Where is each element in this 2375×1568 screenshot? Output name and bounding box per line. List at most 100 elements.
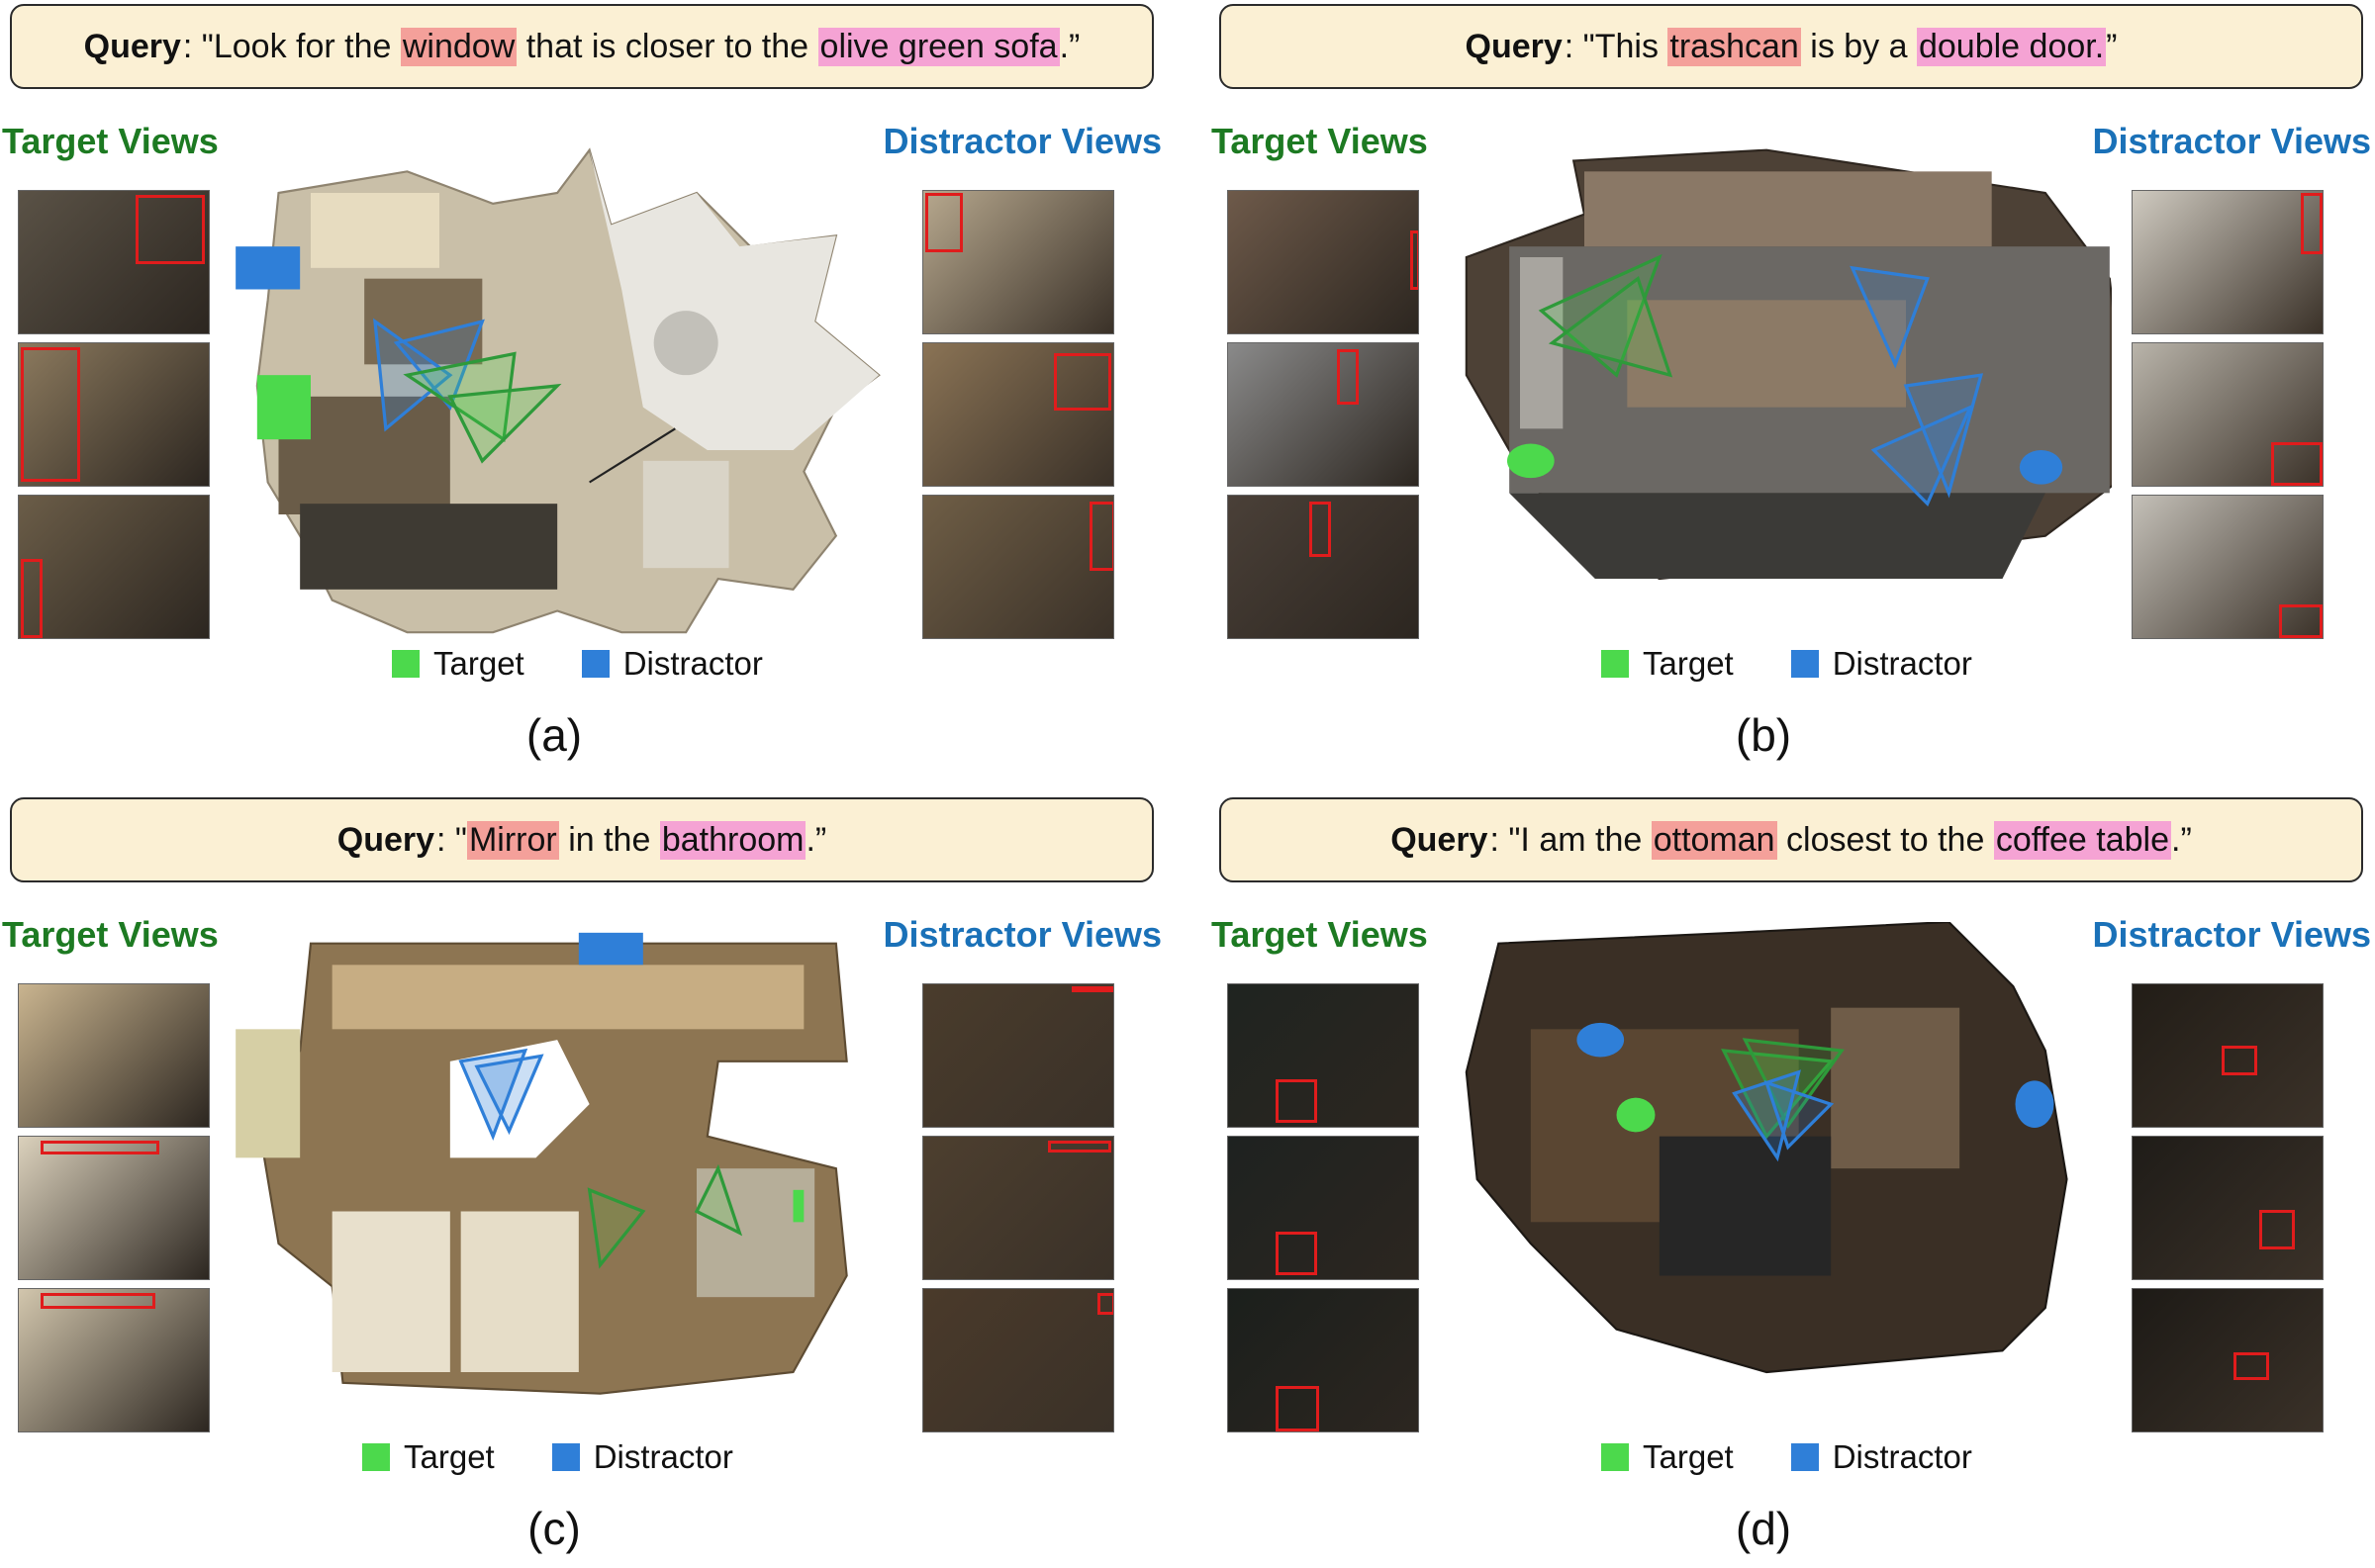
legend-target-label: Target — [404, 1438, 495, 1475]
bounding-box — [1337, 349, 1359, 405]
bounding-box — [1072, 986, 1113, 992]
distractor-views-header: Distractor Views — [883, 121, 1162, 161]
legend-target: Target — [362, 1438, 495, 1476]
distractor-views-header: Distractor Views — [2092, 914, 2371, 955]
target-view-thumbnail — [18, 342, 210, 487]
legend-distractor: Distractor — [1790, 645, 1972, 683]
target-view-thumbnail — [18, 1288, 210, 1432]
legend-distractor: Distractor — [1790, 1438, 1972, 1476]
legend: Target Distractor — [362, 1438, 791, 1476]
panel-caption: (d) — [1735, 1503, 1792, 1554]
query-box: Query: "This trashcan is by a double doo… — [1219, 4, 2363, 89]
query-text: is by a — [1800, 27, 1917, 65]
bounding-box — [925, 193, 963, 252]
legend: Target Distractor — [1601, 645, 2030, 683]
bounding-box — [1276, 1386, 1319, 1431]
query-box: Query: "I am the ottoman closest to the … — [1219, 797, 2363, 882]
distractor-view-thumbnail — [922, 1288, 1114, 1432]
target-views-header: Target Views — [1211, 121, 1428, 161]
bounding-box — [1054, 353, 1111, 411]
target-view-thumbnail — [1227, 1288, 1419, 1432]
scene-reconstruction — [234, 922, 902, 1436]
target-views-header: Target Views — [2, 914, 219, 955]
legend-distractor: Distractor — [581, 645, 763, 683]
bounding-box — [2259, 1210, 2295, 1249]
bounding-box — [1048, 1141, 1111, 1153]
bounding-box — [2271, 442, 2323, 486]
query-text: .” — [2171, 820, 2192, 859]
query-box: Query: "Look for the window that is clos… — [10, 4, 1154, 89]
query-target-phrase: trashcan — [1667, 27, 1801, 66]
legend-distractor-swatch — [581, 650, 610, 678]
bounding-box — [1410, 231, 1418, 290]
bounding-box — [2279, 604, 2323, 638]
distractor-view-thumbnail — [2132, 190, 2324, 334]
distractor-view-thumbnail — [922, 342, 1114, 487]
target-views-header: Target Views — [2, 121, 219, 161]
scene-reconstruction — [1443, 920, 2112, 1436]
query-anchor-phrase: bathroom — [659, 820, 807, 860]
query-anchor-phrase: double door. — [1916, 27, 2107, 66]
legend-target-swatch — [392, 650, 420, 678]
legend-target-label: Target — [1643, 1438, 1734, 1475]
distractor-views-header: Distractor Views — [2092, 121, 2371, 161]
legend-distractor: Distractor — [551, 1438, 733, 1476]
query-target-phrase: ottoman — [1651, 820, 1777, 860]
legend-target-label: Target — [1643, 645, 1734, 682]
legend-target-label: Target — [433, 645, 524, 682]
target-view-thumbnail — [18, 190, 210, 334]
legend-target-swatch — [1601, 650, 1629, 678]
legend-distractor-label: Distractor — [622, 645, 763, 682]
query-box: Query: "Mirror in the bathroom.” — [10, 797, 1154, 882]
legend: Target Distractor — [392, 645, 820, 683]
target-view-thumbnail — [18, 1136, 210, 1280]
panel-b: Query: "This trashcan is by a double doo… — [1209, 0, 2375, 784]
bounding-box — [41, 1141, 159, 1154]
bounding-box — [2222, 1046, 2257, 1075]
distractor-view-thumbnail — [922, 495, 1114, 639]
query-text: : "Look for the — [182, 27, 401, 65]
bounding-box — [1097, 1293, 1113, 1315]
query-anchor-phrase: olive green sofa — [817, 27, 1060, 66]
scene-reconstruction — [234, 129, 902, 643]
query-anchor-phrase: coffee table — [1993, 820, 2171, 860]
query-text: .” — [806, 820, 827, 859]
legend-target: Target — [1601, 1438, 1734, 1476]
legend-distractor-swatch — [1790, 1443, 1819, 1471]
legend-distractor-swatch — [551, 1443, 580, 1471]
query-text: closest to the — [1776, 820, 1994, 859]
panel-caption: (b) — [1735, 709, 1792, 761]
target-views-header: Target Views — [1211, 914, 1428, 955]
legend-target-swatch — [1601, 1443, 1629, 1471]
legend-distractor-label: Distractor — [593, 1438, 733, 1475]
distractor-view-thumbnail — [2132, 983, 2324, 1128]
query-text: : " — [436, 820, 467, 859]
panel-c: Query: "Mirror in the bathroom.” Target V… — [0, 793, 1188, 1568]
legend: Target Distractor — [1601, 1438, 2030, 1476]
target-view-thumbnail — [18, 983, 210, 1128]
legend-target: Target — [392, 645, 524, 683]
legend-distractor-label: Distractor — [1832, 1438, 1972, 1475]
legend-distractor-label: Distractor — [1832, 645, 1972, 682]
query-text: that is closer to the — [517, 27, 818, 65]
panel-caption: (c) — [527, 1503, 581, 1554]
bounding-box — [2301, 193, 2323, 254]
distractor-view-thumbnail — [922, 983, 1114, 1128]
panel-d: Query: "I am the ottoman closest to the … — [1209, 793, 2375, 1568]
panel-caption: (a) — [525, 709, 583, 761]
query-label: Query — [1390, 820, 1488, 859]
distractor-view-thumbnail — [2132, 495, 2324, 639]
distractor-view-thumbnail — [2132, 342, 2324, 487]
query-target-phrase: Mirror — [466, 820, 559, 860]
panel-a: Query: "Look for the window that is clos… — [0, 0, 1188, 784]
bounding-box — [1309, 502, 1331, 557]
bounding-box — [21, 347, 80, 482]
query-target-phrase: window — [400, 27, 518, 66]
query-label: Query — [336, 820, 435, 859]
distractor-view-thumbnail — [2132, 1288, 2324, 1432]
target-view-thumbnail — [1227, 983, 1419, 1128]
bounding-box — [1090, 502, 1113, 571]
distractor-view-thumbnail — [2132, 1136, 2324, 1280]
legend-distractor-swatch — [1790, 650, 1819, 678]
query-label: Query — [1465, 27, 1563, 65]
